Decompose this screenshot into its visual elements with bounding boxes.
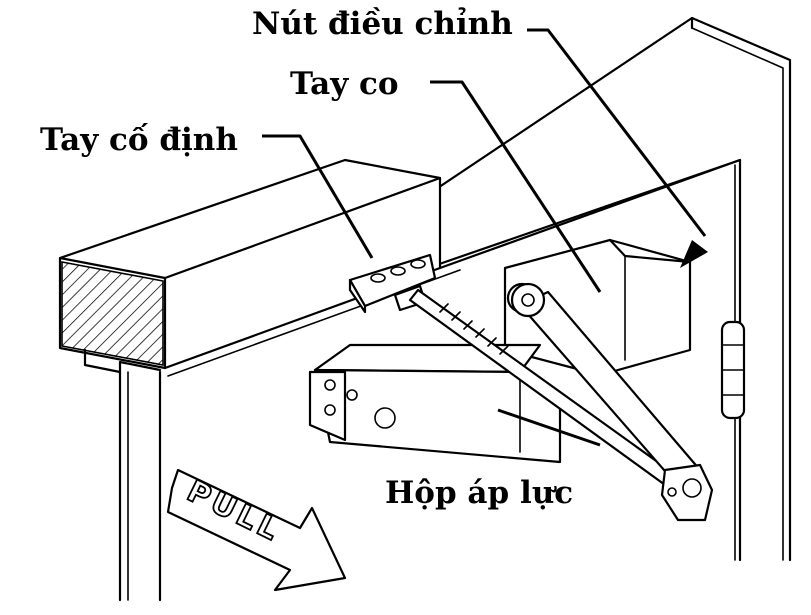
pressure-box [308, 343, 562, 464]
label-arm: Tay co [290, 66, 399, 102]
label-adjust-knob: Nút điều chỉnh [252, 5, 513, 42]
leader-arm [430, 80, 602, 293]
leader-adjust-knob [527, 28, 707, 237]
label-fixed-arm: Tay cố định [40, 121, 238, 158]
hinge [720, 320, 746, 420]
beam-cross-section-hatch [61, 261, 164, 366]
pull-sign: PULL [166, 468, 347, 592]
labels: Nút điều chỉnh Tay co Tay cố định Hộp áp… [40, 5, 610, 512]
leader-fixed-arm [262, 134, 374, 259]
fixed-arm-bracket [348, 253, 437, 314]
leader-pressure-box [497, 408, 601, 447]
label-pressure-box-bg [380, 472, 610, 512]
arm-assembly [408, 282, 714, 522]
label-pressure-box: Hộp áp lực [385, 475, 573, 511]
leader-lines [262, 28, 708, 447]
leader-adjust-knob-arrow [680, 240, 708, 268]
